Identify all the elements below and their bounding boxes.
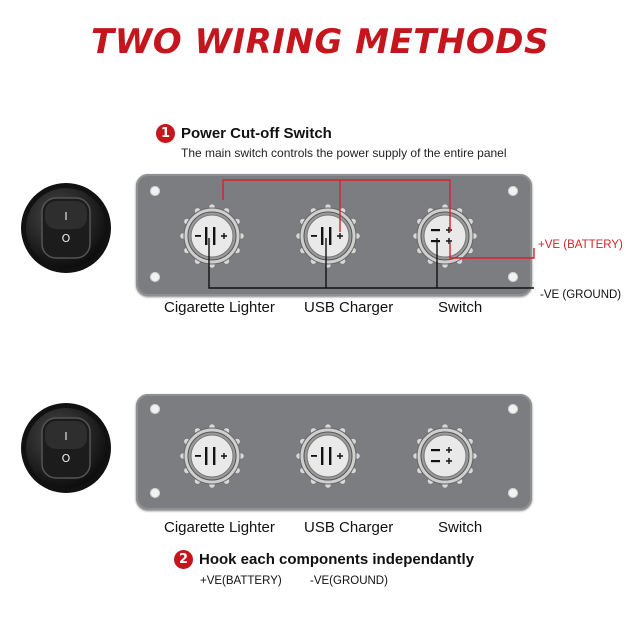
battery-label: +VE (BATTERY): [538, 239, 623, 251]
method2-title: Hook each components independantly: [199, 551, 475, 568]
method2-battery-label: +VE(BATTERY): [200, 575, 282, 587]
method2-ground-label: -VE(GROUND): [310, 575, 388, 587]
method2-header: 2 Hook each components independantly: [174, 550, 474, 569]
socket-usb-charger: [296, 204, 360, 268]
method1-header: 1 Power Cut-off Switch: [156, 124, 332, 143]
method1-description: The main switch controls the power suppl…: [181, 146, 507, 160]
method1-number-badge: 1: [156, 124, 175, 143]
label-switch: Switch: [438, 519, 483, 536]
label-usb-charger: USB Charger: [304, 519, 394, 536]
screw: [508, 272, 518, 282]
page-title: TWO WIRING METHODS: [91, 22, 549, 62]
switch-on-mark: I: [64, 430, 67, 443]
label-usb-charger: USB Charger: [304, 299, 394, 316]
socket-switch: [413, 204, 477, 268]
switch-on-mark: I: [64, 210, 67, 223]
screw: [508, 488, 518, 498]
method2-number-badge: 2: [174, 550, 193, 569]
method1-title: Power Cut-off Switch: [181, 125, 332, 142]
screw: [150, 186, 160, 196]
screw: [150, 488, 160, 498]
screw: [508, 404, 518, 414]
ground-label: -VE (GROUND): [540, 289, 622, 301]
screw: [150, 272, 160, 282]
label-cigarette-lighter: Cigarette Lighter: [164, 299, 275, 316]
screw: [508, 186, 518, 196]
rocker-switch-icon: I O: [18, 180, 114, 276]
switch-off-mark: O: [62, 232, 71, 245]
switch-off-mark: O: [62, 452, 71, 465]
socket-cigarette-lighter: [180, 204, 244, 268]
screw: [150, 404, 160, 414]
socket-switch: [413, 424, 477, 488]
label-cigarette-lighter: Cigarette Lighter: [164, 519, 275, 536]
socket-cigarette-lighter: [180, 424, 244, 488]
rocker-switch-icon: I O: [18, 400, 114, 496]
label-switch: Switch: [438, 299, 483, 316]
socket-usb-charger: [296, 424, 360, 488]
